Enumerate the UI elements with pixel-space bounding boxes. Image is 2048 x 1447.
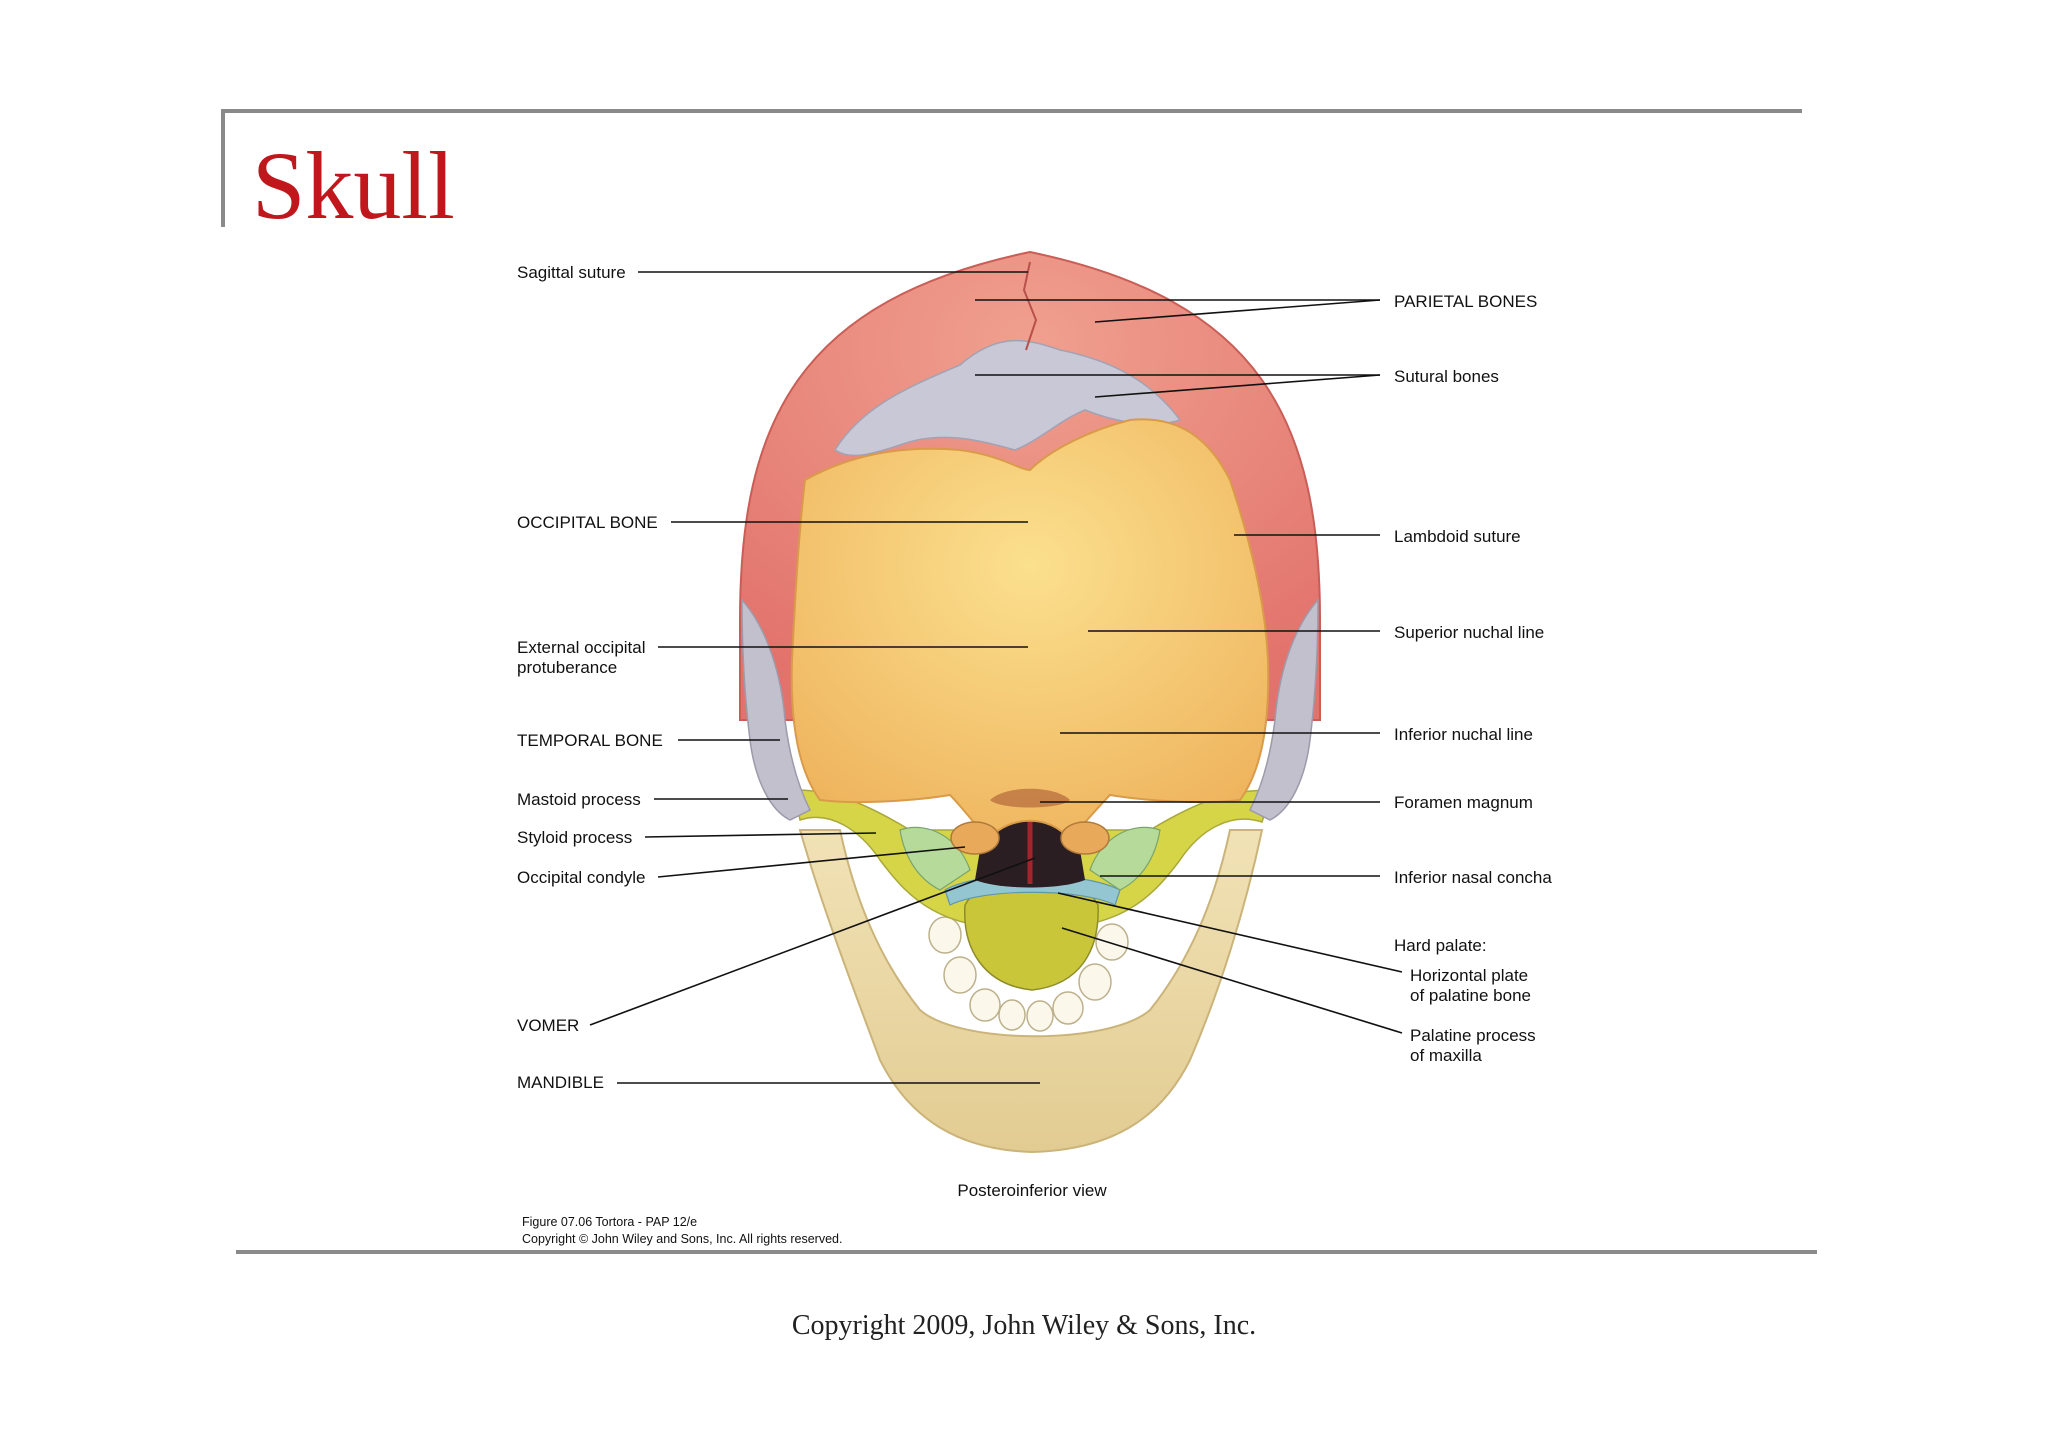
slide-frame-top-rule — [221, 109, 1802, 113]
slide-title: Skull — [252, 132, 455, 239]
diagram-labels: Sagittal suture PARIETAL BONES Sutural b… — [517, 263, 1552, 1246]
label-temporal-bone: TEMPORAL BONE — [517, 731, 663, 750]
label-styloid-process: Styloid process — [517, 828, 632, 847]
label-mandible: MANDIBLE — [517, 1073, 604, 1092]
slide-frame-left-rule — [221, 109, 225, 227]
slide-footer-copyright: Copyright 2009, John Wiley & Sons, Inc. — [791, 1310, 1257, 1341]
figure-credit-line2: Copyright © John Wiley and Sons, Inc. Al… — [522, 1232, 842, 1246]
label-external-occipital-line2: protuberance — [517, 658, 617, 677]
label-occipital-bone: OCCIPITAL BONE — [517, 513, 658, 532]
label-occipital-condyle: Occipital condyle — [517, 868, 646, 887]
label-vomer: VOMER — [517, 1016, 579, 1035]
label-lambdoid-suture: Lambdoid suture — [1394, 527, 1521, 546]
label-external-occipital-line1: External occipital — [517, 638, 646, 657]
label-inferior-nasal-concha: Inferior nasal concha — [1394, 868, 1552, 887]
mandible-bone — [798, 829, 1264, 1154]
leader-lines — [589, 271, 1403, 1084]
label-horizontal-plate-line2: of palatine bone — [1410, 986, 1531, 1005]
occipital-condyle-right — [1060, 821, 1110, 855]
temporal-bone-left — [741, 598, 812, 821]
sagittal-suture-line — [1022, 261, 1038, 351]
label-hard-palate: Hard palate: — [1394, 936, 1487, 955]
label-superior-nuchal-line: Superior nuchal line — [1394, 623, 1544, 642]
figure-credit-line1: Figure 07.06 Tortora - PAP 12/e — [522, 1215, 697, 1229]
label-palatine-process-line1: Palatine process — [1410, 1026, 1536, 1045]
label-foramen-magnum: Foramen magnum — [1394, 793, 1533, 812]
label-mastoid-process: Mastoid process — [517, 790, 641, 809]
label-palatine-process-line2: of maxilla — [1410, 1046, 1482, 1065]
occipital-bone — [790, 418, 1270, 840]
view-caption: Posteroinferior view — [957, 1181, 1107, 1200]
teeth — [928, 916, 1129, 1032]
slide-frame-bottom-rule — [236, 1250, 1817, 1254]
label-sagittal-suture: Sagittal suture — [517, 263, 626, 282]
temporal-bone-right — [1248, 598, 1319, 821]
label-inferior-nuchal-line: Inferior nuchal line — [1394, 725, 1533, 744]
foramen-magnum-shape — [990, 788, 1070, 808]
label-horizontal-plate-line1: Horizontal plate — [1410, 966, 1528, 985]
label-sutural-bones: Sutural bones — [1394, 367, 1499, 386]
label-parietal-bones: PARIETAL BONES — [1394, 292, 1537, 311]
occipital-condyle-left — [950, 821, 1000, 855]
